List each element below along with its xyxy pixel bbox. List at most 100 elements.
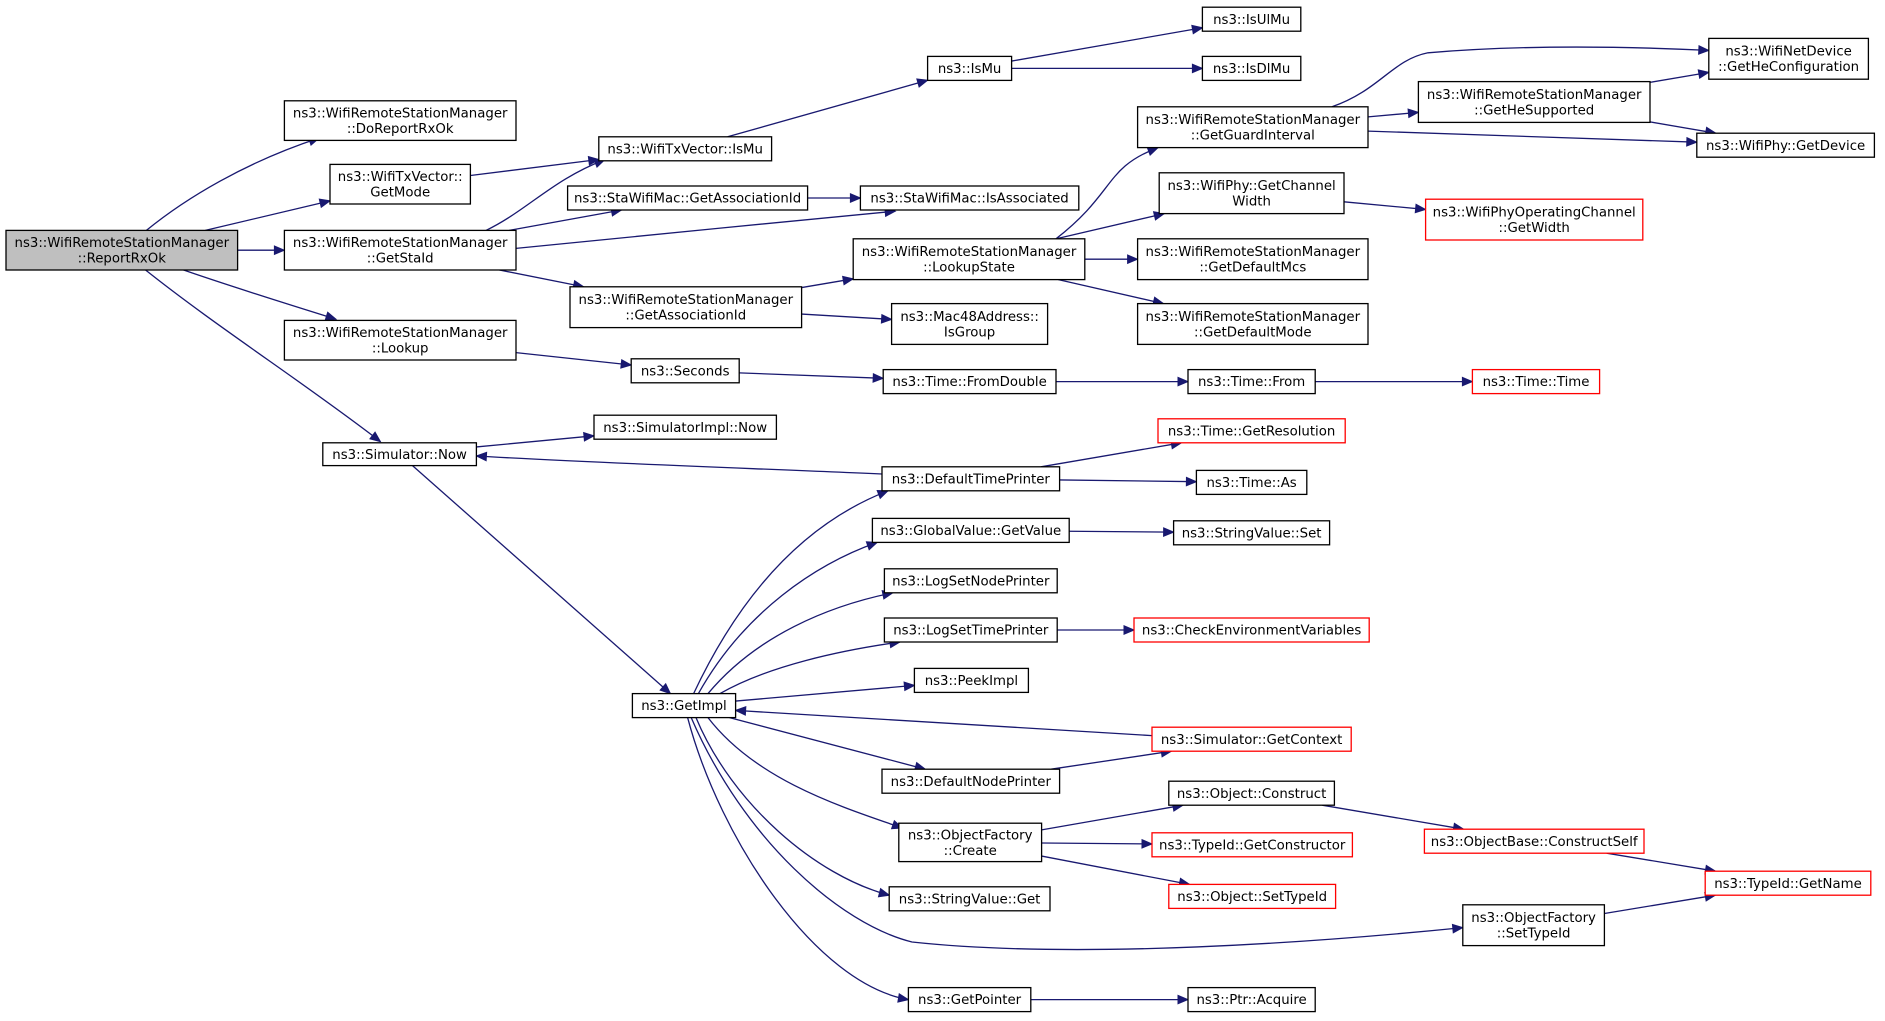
node-sta-is-assoc[interactable]: ns3::StaWifiMac::IsAssociated [859,185,1080,211]
node-global-value-get-value[interactable]: ns3::GlobalValue::GetValue [871,517,1070,544]
edge-obj-factory-create-to-type-id-get-constructor [1041,838,1154,849]
node-get-sta-id[interactable]: ns3::WifiRemoteStationManager::GetStaId [283,229,517,271]
node-get-pointer[interactable]: ns3::GetPointer [907,986,1032,1013]
node-tx-get-mode[interactable]: ns3::WifiTxVector::GetMode [329,163,472,205]
node-label: ns3::Simulator::GetContext [1161,733,1342,748]
node-peek-impl[interactable]: ns3::PeekImpl [913,667,1030,694]
node-object-construct[interactable]: ns3::Object::Construct [1168,780,1336,806]
node-time-from[interactable]: ns3::Time::From [1187,368,1316,395]
node-is-mu[interactable]: ns3::IsMu [926,55,1013,82]
edge-time-from-to-time-time [1315,376,1474,387]
node-label: ns3::StringValue::Set [1182,526,1322,541]
node-ptr-acquire[interactable]: ns3::Ptr::Acquire [1187,986,1316,1013]
node-get-he-supported[interactable]: ns3::WifiRemoteStationManager::GetHeSupp… [1417,80,1651,124]
node-lookup-state[interactable]: ns3::WifiRemoteStationManager::LookupSta… [852,238,1086,281]
node-mac-is-group[interactable]: ns3::Mac48Address::IsGroup [890,302,1049,346]
node-seconds[interactable]: ns3::Seconds [630,358,740,384]
arrow-head [903,681,916,692]
edge-time-from-double-to-time-from [1056,376,1190,387]
edge-get-impl-to-default-time-printer [693,489,890,694]
node-label: ::GetWidth [1499,221,1570,236]
node-get-default-mcs[interactable]: ns3::WifiRemoteStationManager::GetDefaul… [1136,238,1369,281]
node-label: ns3::ObjectFactory [908,828,1033,843]
arrow-head [659,682,672,695]
node-obj-factory-create[interactable]: ns3::ObjectFactory::Create [898,822,1043,863]
node-tx-is-mu[interactable]: ns3::WifiTxVector::IsMu [598,136,773,162]
edge-line [1041,804,1184,831]
node-label: ns3::Time::As [1206,476,1296,491]
edge-line [729,716,926,770]
edges-layer [143,24,1718,1005]
edge-line [697,541,878,694]
node-is-ul-mu[interactable]: ns3::IsUlMu [1201,6,1302,32]
node-time-as[interactable]: ns3::Time::As [1195,469,1308,496]
node-label: ns3::WifiRemoteStationManager [1146,113,1361,128]
edge-sim-get-context-to-get-impl [734,706,1153,737]
node-default-time-printer[interactable]: ns3::DefaultTimePrinter [881,466,1061,492]
node-object-base-construct-self[interactable]: ns3::ObjectBase::ConstructSelf [1423,828,1645,854]
node-check-env-vars[interactable]: ns3::CheckEnvironmentVariables [1133,617,1370,643]
edge-get-guard-interval-to-get-he-supported [1367,108,1420,119]
node-time-from-double[interactable]: ns3::Time::FromDouble [882,368,1057,395]
edge-line [1041,842,1153,845]
node-log-set-node-printer[interactable]: ns3::LogSetNodePrinter [883,568,1058,594]
edge-get-impl-to-log-set-node-printer [707,590,895,695]
node-label: ns3::ObjectFactory [1471,911,1596,926]
node-type-id-get-name[interactable]: ns3::TypeId::GetName [1704,870,1872,896]
edge-obj-factory-create-to-object-set-type-id [1041,855,1191,888]
node-box [1195,469,1308,496]
node-get-he-config[interactable]: ns3::WifiNetDevice::GetHeConfiguration [1708,37,1870,80]
node-op-chan-get-width[interactable]: ns3::WifiPhyOperatingChannel::GetWidth [1424,198,1644,241]
node-type-id-get-constructor[interactable]: ns3::TypeId::GetConstructor [1151,832,1354,858]
edge-root-to-sim-now [143,268,382,443]
node-get-impl[interactable]: ns3::GetImpl [631,692,737,719]
node-box [926,55,1013,82]
node-label: ::GetStaId [367,252,434,267]
edge-line [145,137,320,231]
node-sta-get-assoc-id[interactable]: ns3::StaWifiMac::GetAssociationId [566,185,809,211]
node-sim-get-context[interactable]: ns3::Simulator::GetContext [1151,726,1352,752]
node-object-set-type-id[interactable]: ns3::Object::SetTypeId [1168,883,1337,910]
node-lookup[interactable]: ns3::WifiRemoteStationManager::Lookup [283,319,517,361]
node-root[interactable]: ns3::WifiRemoteStationManager::ReportRxO… [5,229,239,271]
node-time-get-resolution[interactable]: ns3::Time::GetResolution [1157,418,1346,444]
node-log-set-time-printer[interactable]: ns3::LogSetTimePrinter [883,617,1058,643]
node-get-default-mode[interactable]: ns3::WifiRemoteStationManager::GetDefaul… [1136,302,1369,346]
arrow-head [587,155,601,166]
arrow-head [877,887,891,898]
node-label: ns3::WifiRemoteStationManager [1146,310,1361,325]
node-box [1168,883,1337,910]
node-wrsm-get-assoc-id[interactable]: ns3::WifiRemoteStationManager::GetAssoci… [569,286,803,329]
node-sim-impl-now[interactable]: ns3::SimulatorImpl::Now [593,414,778,440]
node-time-time[interactable]: ns3::Time::Time [1471,368,1601,395]
node-default-node-printer[interactable]: ns3::DefaultNodePrinter [881,768,1061,794]
node-label: ns3::TypeId::GetName [1714,877,1862,892]
node-string-value-set[interactable]: ns3::StringValue::Set [1172,520,1331,546]
node-box [1708,37,1870,80]
node-phy-get-device[interactable]: ns3::WifiPhy::GetDevice [1696,132,1876,158]
node-label: ns3::GlobalValue::GetValue [880,524,1061,539]
edge-root-to-tx-get-mode [205,198,332,232]
node-is-dl-mu[interactable]: ns3::IsDlMu [1201,55,1302,82]
node-do-report-rx-ok[interactable]: ns3::WifiRemoteStationManager::DoReportR… [283,100,517,142]
arrow-head [1177,994,1190,1005]
node-string-value-get[interactable]: ns3::StringValue::Get [888,886,1051,912]
node-sim-now[interactable]: ns3::Simulator::Now [322,442,478,467]
node-box [322,442,478,467]
edge-line [735,684,915,702]
node-box [329,163,472,205]
node-label: ns3::WifiPhy::GetChannel [1167,179,1335,194]
edge-line [1604,894,1716,915]
arrow-head [880,313,893,324]
node-obj-factory-set-type-id[interactable]: ns3::ObjectFactory::SetTypeId [1462,904,1606,947]
node-get-guard-interval[interactable]: ns3::WifiRemoteStationManager::GetGuardI… [1136,106,1369,149]
node-box [1704,870,1872,896]
node-box [1696,132,1876,158]
edge-sim-now-to-get-impl [412,465,672,695]
node-label: ns3::Ptr::Acquire [1196,993,1306,1008]
node-label: ns3::IsUlMu [1213,13,1290,28]
node-label: IsGroup [944,325,995,340]
node-label: ns3::IsMu [938,62,1002,77]
